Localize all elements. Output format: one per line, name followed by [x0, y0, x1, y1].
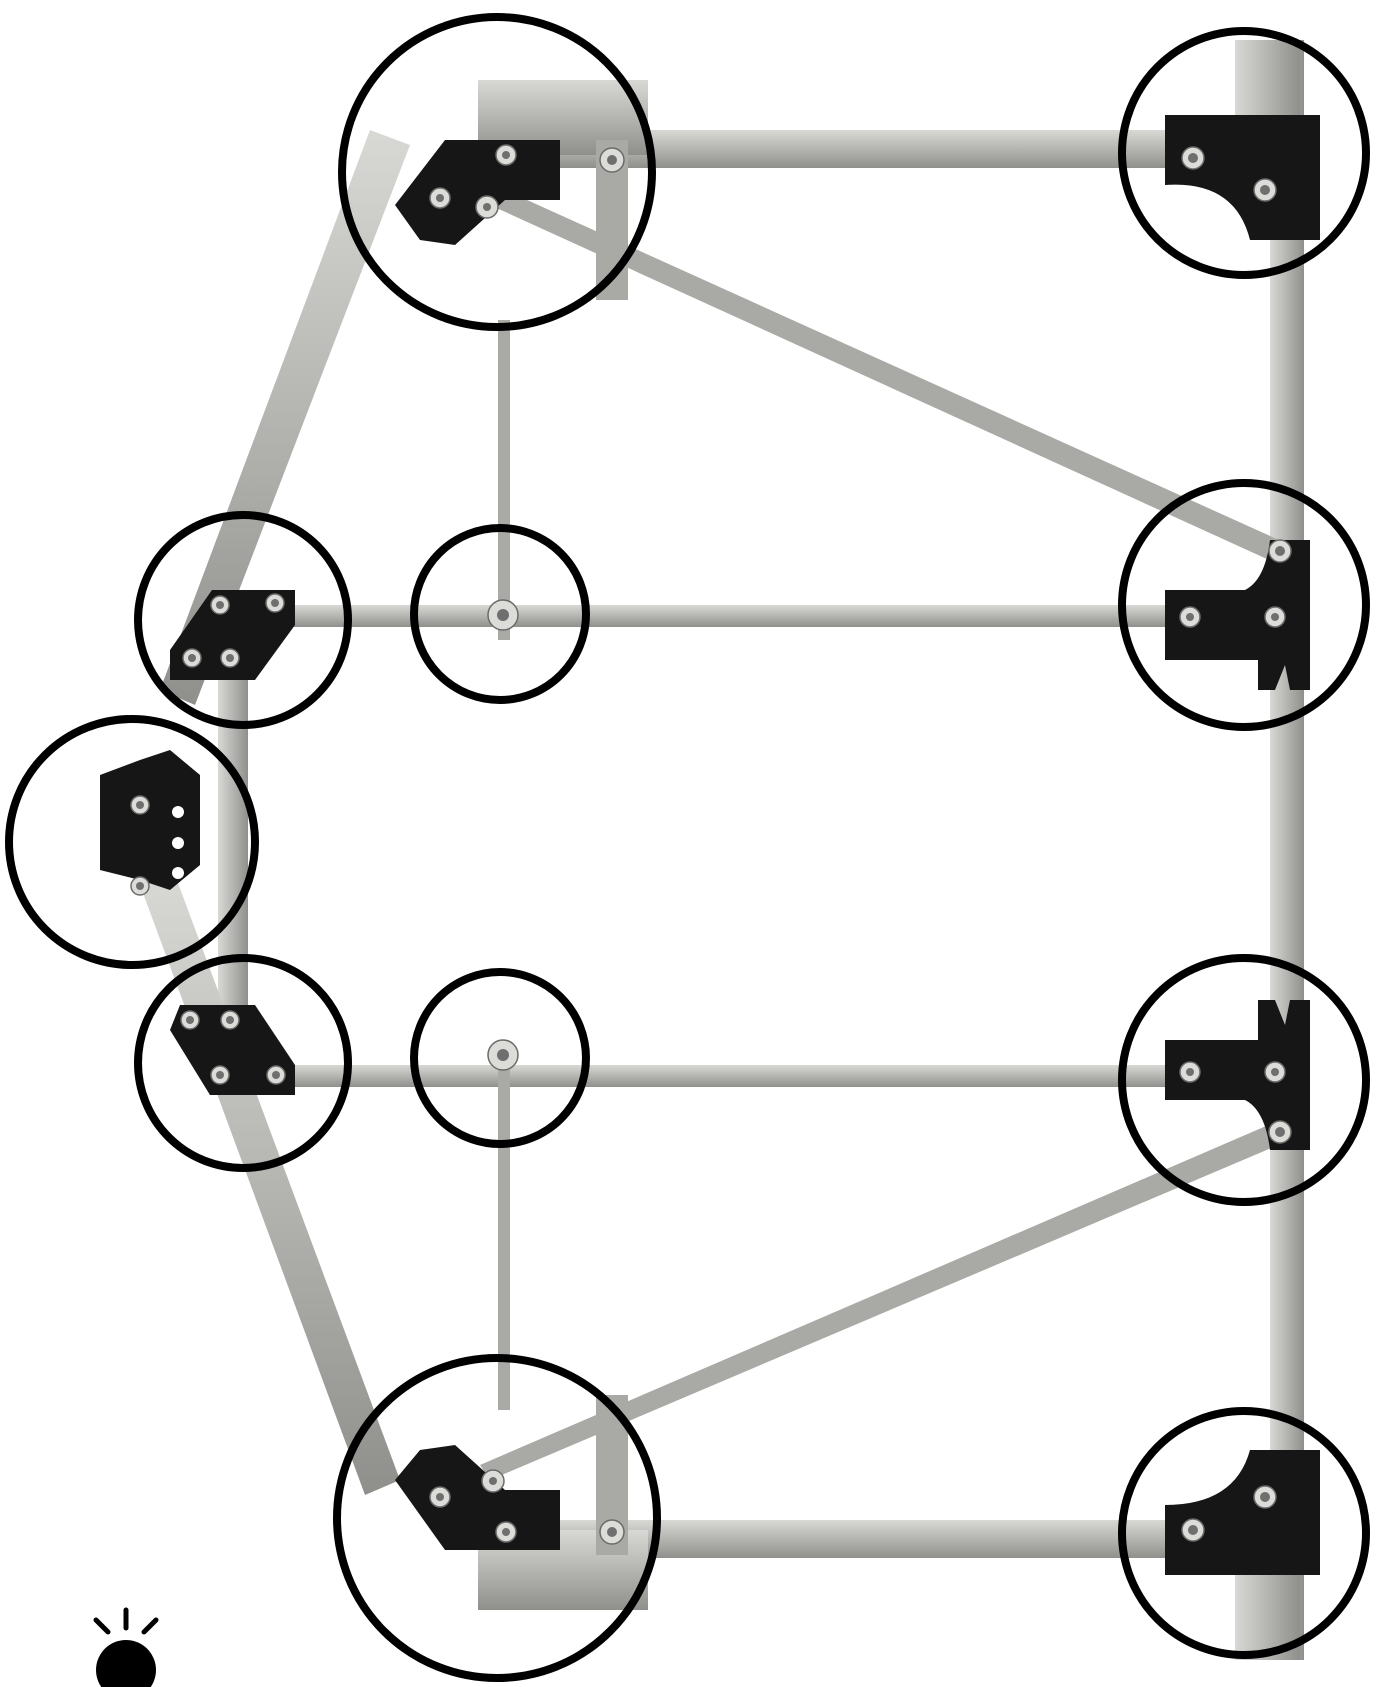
- callout-lower-center-bolt: [410, 968, 590, 1148]
- bolt: [599, 147, 625, 173]
- bolt: [210, 1065, 230, 1085]
- bolt: [481, 1469, 505, 1493]
- top-right-bracket: [1165, 115, 1320, 240]
- bolt: [1264, 1061, 1286, 1083]
- bolt: [220, 1010, 240, 1030]
- lower-diagonal-rail: [140, 875, 400, 1495]
- top-left-bracket: [395, 140, 560, 245]
- bolt: [130, 795, 150, 815]
- bolt: [475, 195, 499, 219]
- callout-rings: [5, 13, 1370, 1682]
- bolt: [429, 187, 451, 209]
- bolt: [182, 648, 202, 668]
- upper-center-post: [498, 320, 510, 640]
- bolt: [1253, 1485, 1277, 1509]
- callout-right-lower-bracket: [1118, 954, 1370, 1206]
- bottom-right-bracket: [1165, 1450, 1320, 1575]
- lower-brace: [480, 1120, 1290, 1480]
- callout-top-right-corner: [1118, 27, 1370, 279]
- bolt: [210, 595, 230, 615]
- bolt: [220, 648, 240, 668]
- bolt: [495, 144, 517, 166]
- mounting-hole: [172, 867, 184, 879]
- bolt: [487, 599, 519, 631]
- upper-cross-rail: [220, 605, 1300, 627]
- mounting-hole: [172, 806, 184, 818]
- bolt: [1181, 1518, 1205, 1542]
- lower-center-post: [498, 1070, 510, 1410]
- bolt: [495, 1521, 517, 1543]
- bolt: [266, 1065, 286, 1085]
- bolt: [180, 1010, 200, 1030]
- left-lower-plate: [170, 1005, 295, 1095]
- bolt: [1179, 606, 1201, 628]
- bolt: [1253, 178, 1277, 202]
- bolt: [265, 593, 285, 613]
- callout-bottom-right-corner: [1118, 1407, 1370, 1659]
- bolt: [487, 1039, 519, 1071]
- right-upper-bracket: [1165, 540, 1310, 690]
- right-lower-bracket: [1165, 1000, 1310, 1150]
- bolt: [130, 876, 150, 896]
- mounting-hole: [172, 837, 184, 849]
- bolt: [429, 1486, 451, 1508]
- callout-top-left-joint: [338, 13, 656, 331]
- left-middle-bracket: [100, 750, 200, 890]
- callout-left-upper-plate: [134, 511, 352, 729]
- left-short-rail: [218, 620, 248, 1020]
- bolt: [1264, 606, 1286, 628]
- brackets: [100, 115, 1320, 1575]
- bolt: [1268, 1120, 1292, 1144]
- bottom-left-bracket: [395, 1445, 560, 1550]
- upper-diagonal-rail: [160, 130, 410, 705]
- lower-cross-rail: [220, 1065, 1300, 1087]
- callout-left-lower-plate: [134, 954, 352, 1172]
- frame-rails: [140, 40, 1304, 1660]
- callout-right-upper-bracket: [1118, 479, 1370, 731]
- bolt: [1179, 1061, 1201, 1083]
- bolt: [1268, 539, 1292, 563]
- right-rail: [1270, 40, 1304, 1660]
- upper-brace: [490, 190, 1290, 565]
- bolts: [130, 144, 1292, 1545]
- callout-bottom-left-joint: [333, 1354, 661, 1682]
- bolt: [1181, 146, 1205, 170]
- callout-upper-center-bolt: [410, 524, 590, 704]
- callout-left-middle-bracket: [5, 715, 259, 969]
- bolt: [599, 1519, 625, 1545]
- lightbulb-icon: [93, 1607, 159, 1687]
